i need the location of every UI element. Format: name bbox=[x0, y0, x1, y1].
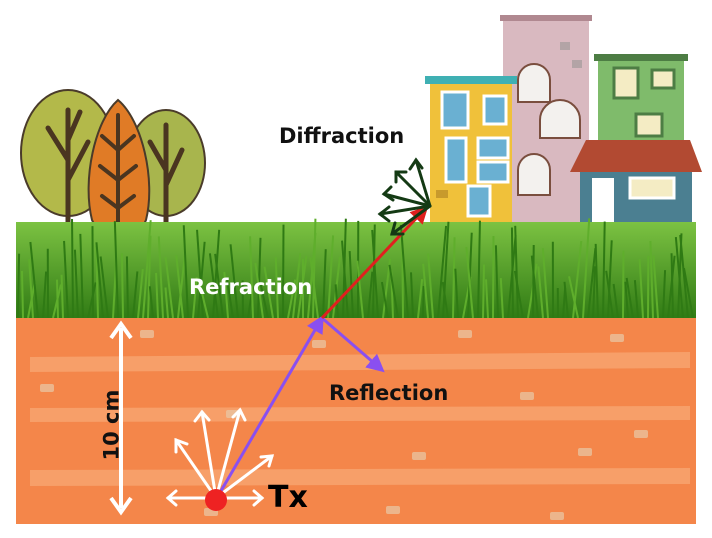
tree-icon bbox=[87, 98, 151, 272]
depth-label: 10 cm bbox=[99, 389, 124, 461]
diffraction-label: Diffraction bbox=[279, 124, 405, 148]
refracted-ray bbox=[320, 205, 429, 320]
emission-arrow-right-up bbox=[214, 454, 275, 500]
incident-ray bbox=[216, 314, 324, 497]
buildings bbox=[425, 15, 702, 230]
soil-layer bbox=[16, 318, 696, 524]
diffraction-arrows bbox=[377, 157, 432, 236]
transmitter-dot-icon bbox=[205, 489, 227, 511]
building-icon bbox=[570, 140, 702, 230]
reflected-ray bbox=[321, 316, 385, 373]
refraction-label: Refraction bbox=[189, 275, 313, 299]
building-icon bbox=[425, 76, 517, 227]
emission-arrow-up-right bbox=[214, 407, 247, 500]
emission-arrow-up bbox=[193, 409, 218, 500]
transmitter-label: Tx bbox=[268, 480, 308, 515]
building-icon bbox=[594, 54, 688, 148]
emission-arrows bbox=[165, 407, 275, 507]
emission-arrow-up-left bbox=[174, 437, 218, 500]
trees bbox=[20, 89, 206, 272]
grass-field bbox=[16, 218, 696, 320]
depth-arrow bbox=[109, 320, 133, 516]
building-icon bbox=[500, 15, 592, 223]
reflection-label: Reflection bbox=[329, 381, 449, 405]
